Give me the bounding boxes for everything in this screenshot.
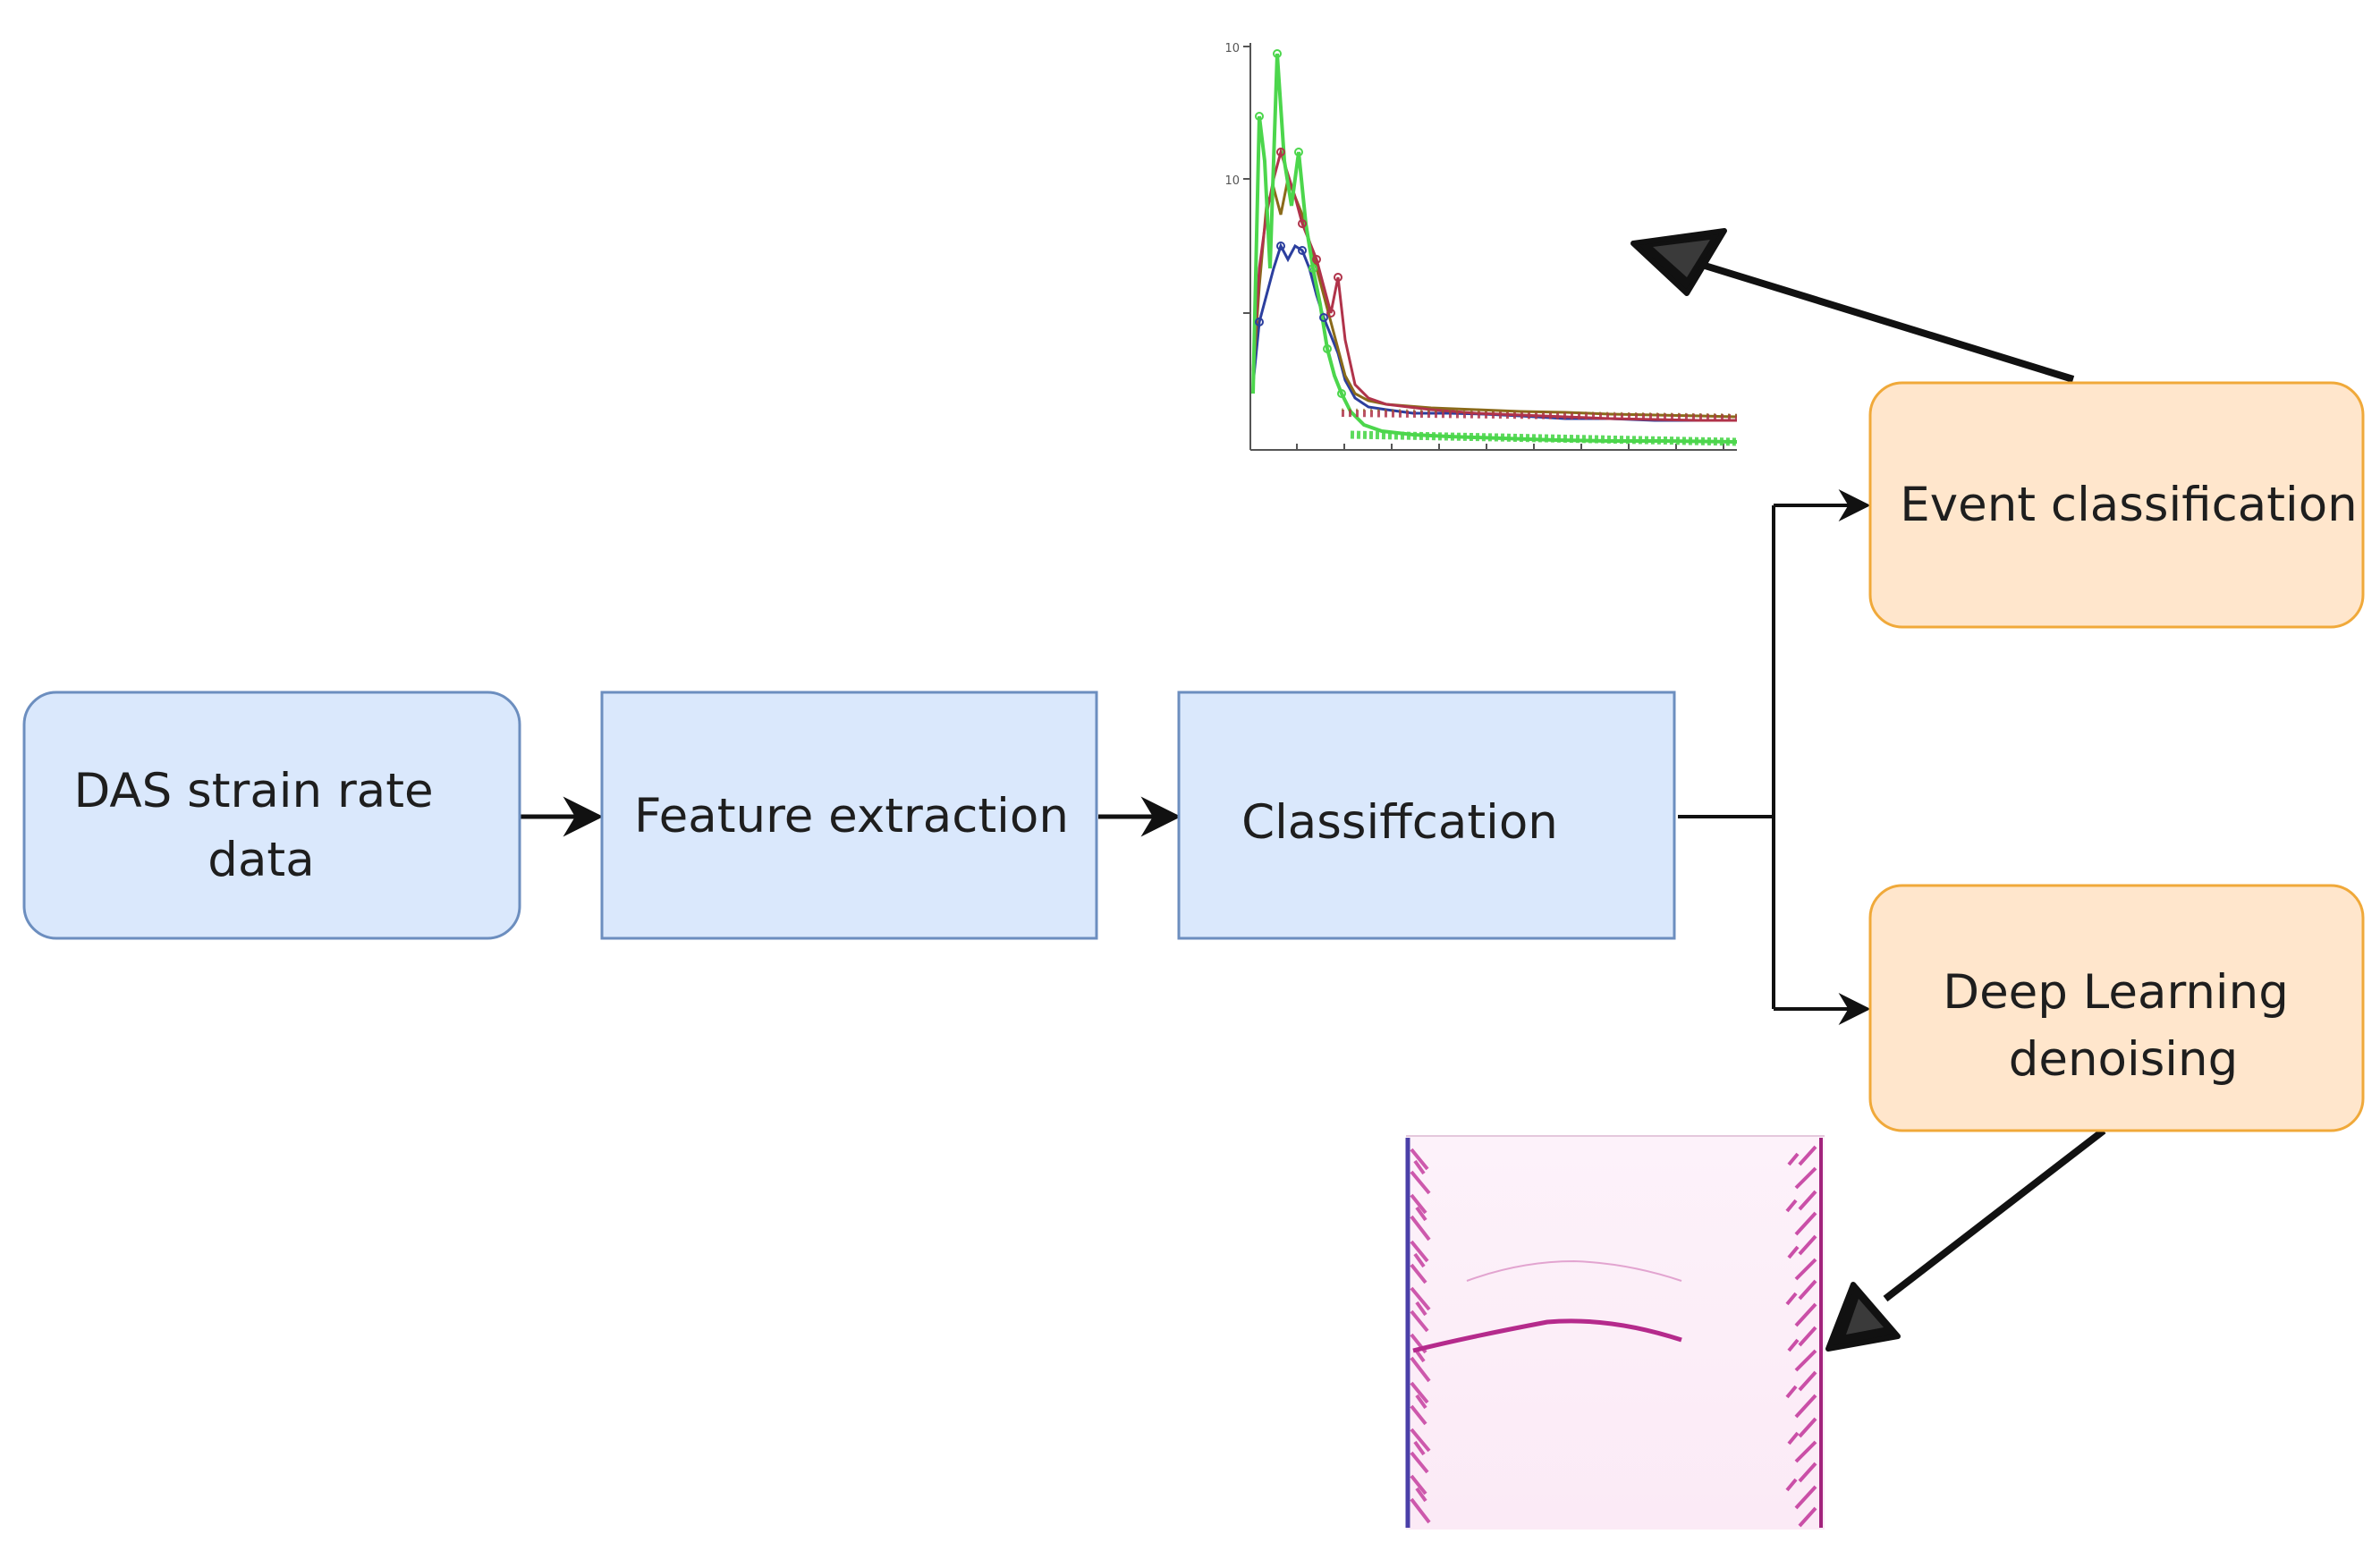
denoised-section-image bbox=[1405, 1135, 1825, 1530]
box-classification-shape bbox=[1177, 691, 1676, 940]
box-das-label-line1: DAS strain rate bbox=[74, 764, 434, 818]
box-deep-learning-label-line1: Deep Learning bbox=[1943, 965, 2289, 1020]
plot-markers-red bbox=[1276, 148, 1342, 318]
plot-series-red bbox=[1251, 147, 1737, 422]
arrow-denoising-to-section-head-inner bbox=[1846, 1299, 1884, 1335]
box-das-label-line2: data bbox=[208, 833, 314, 887]
plot-markers-green bbox=[1255, 49, 1346, 398]
section-event-curve-faint bbox=[1466, 1259, 1682, 1282]
plot-y-tick-label-mid: 10 bbox=[1224, 174, 1240, 188]
connectors bbox=[521, 228, 2106, 1352]
plot-series-green bbox=[1251, 53, 1738, 444]
plot-x-ticks bbox=[1296, 444, 1724, 450]
box-event-label: Event classification bbox=[1900, 478, 2358, 532]
box-das-shape bbox=[22, 691, 521, 940]
box-feature-shape bbox=[600, 691, 1098, 940]
box-deep-learning-label: Deep Learning denoising bbox=[1943, 965, 2303, 1087]
box-deep-learning-denoising: Deep Learning denoising bbox=[1868, 884, 2365, 1132]
plot-y-ticks bbox=[1243, 46, 1250, 314]
arrow-denoising-to-section-shaft bbox=[1883, 1127, 2106, 1302]
box-deep-learning-label-line2: denoising bbox=[2009, 1032, 2239, 1087]
arrow-event-to-plot-head-inner bbox=[1653, 240, 1710, 277]
section-background bbox=[1406, 1136, 1825, 1530]
spectrum-plot: 10 10 bbox=[1224, 42, 1738, 451]
box-feature-extraction: Feature extraction bbox=[600, 691, 1098, 940]
plot-y-tick-label-top: 10 bbox=[1224, 42, 1240, 55]
box-deep-learning-shape bbox=[1868, 884, 2365, 1132]
box-das-strain-rate-data: DAS strain rate data bbox=[22, 691, 521, 940]
arrow-event-to-plot-shaft bbox=[1689, 258, 2075, 383]
section-right-noise bbox=[1785, 1145, 1817, 1528]
section-left-noise bbox=[1410, 1148, 1431, 1524]
box-event-shape bbox=[1868, 381, 2365, 629]
section-event-curve bbox=[1412, 1318, 1682, 1353]
plot-tail-dots bbox=[1341, 408, 1738, 446]
box-classification-label: Classiffcation bbox=[1241, 795, 1558, 850]
plot-markers-blue bbox=[1255, 242, 1328, 326]
box-das-label: DAS strain rate data bbox=[74, 764, 449, 887]
box-classification: Classiffcation bbox=[1177, 691, 1676, 940]
box-event-classification: Event classification bbox=[1868, 381, 2365, 629]
box-feature-label: Feature extraction bbox=[634, 789, 1069, 843]
